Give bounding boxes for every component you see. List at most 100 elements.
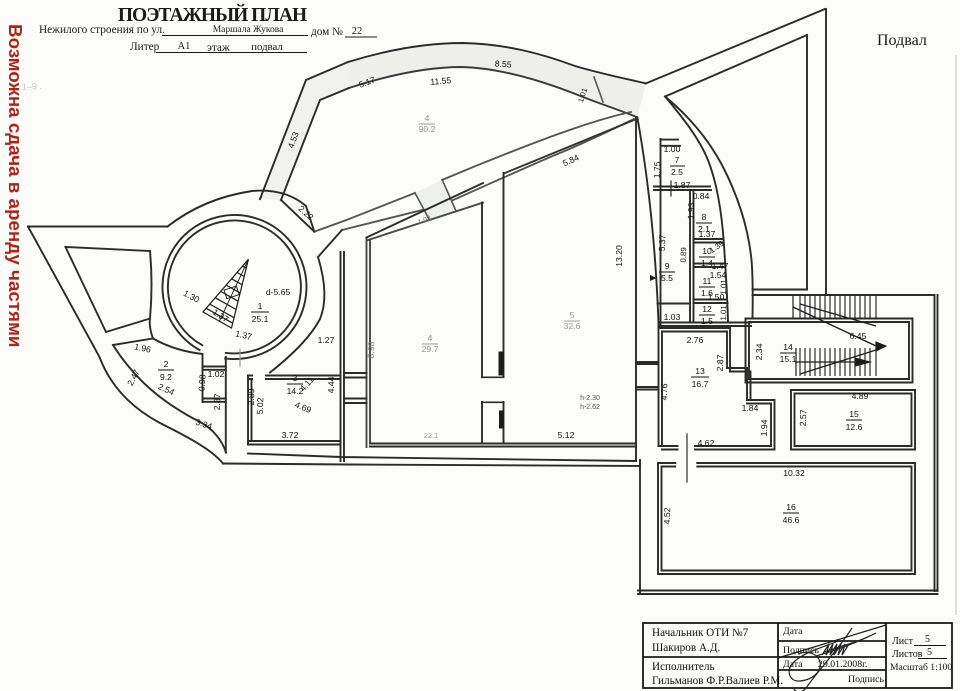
svg-text:d-5.65: d-5.65 bbox=[266, 287, 291, 297]
svg-text:Дата: Дата bbox=[783, 659, 803, 670]
svg-text:дом №: дом № bbox=[311, 26, 343, 38]
svg-text:1.50: 1.50 bbox=[708, 292, 725, 302]
svg-text:Маршала Жукова: Маршала Жукова bbox=[213, 25, 284, 35]
svg-text:32.6: 32.6 bbox=[564, 321, 581, 331]
svg-text:14.2: 14.2 bbox=[287, 386, 304, 396]
svg-text:5.12: 5.12 bbox=[558, 430, 575, 440]
svg-text:25.1: 25.1 bbox=[252, 314, 269, 324]
svg-text:1.6: 1.6 bbox=[701, 288, 713, 298]
svg-text:Подвал: Подвал bbox=[877, 32, 927, 49]
svg-text:16.7: 16.7 bbox=[692, 379, 709, 389]
svg-text:1.84: 1.84 bbox=[742, 403, 759, 413]
svg-text:3.72: 3.72 bbox=[282, 430, 299, 440]
svg-text:7: 7 bbox=[675, 155, 680, 165]
svg-text:16: 16 bbox=[786, 502, 796, 512]
svg-text:3.34: 3.34 bbox=[194, 417, 213, 432]
svg-text:2.87: 2.87 bbox=[212, 393, 223, 410]
svg-text:1.03: 1.03 bbox=[664, 312, 681, 322]
svg-text:2.5: 2.5 bbox=[671, 167, 683, 177]
svg-text:1.01: 1.01 bbox=[719, 305, 729, 320]
svg-text:подвал: подвал bbox=[251, 41, 283, 53]
svg-text:8: 8 bbox=[702, 212, 707, 222]
svg-text:6.45: 6.45 bbox=[850, 331, 867, 341]
svg-text:13: 13 bbox=[695, 366, 705, 376]
svg-text:4.52: 4.52 bbox=[662, 507, 673, 524]
svg-text:Нежилого строения по ул.: Нежилого строения по ул. bbox=[39, 24, 165, 36]
svg-text:2.57: 2.57 bbox=[798, 409, 809, 426]
svg-text:5.37: 5.37 bbox=[657, 234, 668, 251]
svg-text:4.62: 4.62 bbox=[698, 438, 715, 448]
svg-text:29.7: 29.7 bbox=[422, 344, 439, 354]
svg-text:2.1: 2.1 bbox=[698, 224, 710, 234]
svg-text:8.55: 8.55 bbox=[495, 58, 513, 69]
svg-text:9: 9 bbox=[665, 261, 670, 271]
svg-text:Исполнитель: Исполнитель bbox=[652, 661, 715, 673]
svg-text:1.96: 1.96 bbox=[133, 341, 152, 354]
svg-text:2.89: 2.89 bbox=[246, 388, 257, 405]
svg-text:этаж: этаж bbox=[207, 42, 230, 54]
svg-text:1.37: 1.37 bbox=[699, 229, 716, 239]
svg-text:1–9 .: 1–9 . bbox=[22, 81, 43, 92]
svg-text:h-2.30: h-2.30 bbox=[580, 395, 600, 402]
svg-text:46.6: 46.6 bbox=[783, 515, 800, 525]
svg-text:1.27: 1.27 bbox=[318, 335, 335, 345]
svg-text:Лист: Лист bbox=[892, 636, 914, 647]
svg-text:15: 15 bbox=[849, 409, 859, 419]
svg-text:ПОЭТАЖНЫЙ ПЛАН: ПОЭТАЖНЫЙ ПЛАН bbox=[118, 4, 307, 26]
svg-text:Дата: Дата bbox=[783, 626, 803, 637]
svg-text:22.1: 22.1 bbox=[424, 431, 439, 440]
svg-text:1.01: 1.01 bbox=[719, 279, 729, 294]
svg-text:11.55: 11.55 bbox=[430, 75, 452, 87]
svg-text:Подпись: Подпись bbox=[783, 645, 820, 656]
svg-text:А1: А1 bbox=[178, 41, 191, 52]
svg-text:Шакиров А.Д.: Шакиров А.Д. bbox=[652, 642, 720, 654]
svg-text:Масштаб 1:100: Масштаб 1:100 bbox=[890, 662, 952, 673]
svg-text:29.01.2008г.: 29.01.2008г. bbox=[818, 659, 867, 670]
svg-text:h-2.62: h-2.62 bbox=[580, 404, 600, 411]
svg-text:12: 12 bbox=[702, 304, 712, 314]
svg-text:14: 14 bbox=[783, 342, 793, 352]
svg-text:1.01: 1.01 bbox=[576, 87, 589, 104]
svg-text:1.4: 1.4 bbox=[701, 258, 713, 268]
svg-text:10: 10 bbox=[702, 246, 712, 256]
svg-text:2.87: 2.87 bbox=[715, 354, 726, 371]
svg-text:Гильманов Ф.Р.Валиев Р.М.: Гильманов Ф.Р.Валиев Р.М. bbox=[652, 675, 783, 687]
svg-text:1.08: 1.08 bbox=[417, 215, 432, 226]
svg-text:5.02: 5.02 bbox=[255, 397, 266, 414]
svg-text:1.94: 1.94 bbox=[759, 419, 770, 436]
svg-text:2: 2 bbox=[164, 359, 169, 369]
svg-text:4: 4 bbox=[428, 333, 433, 343]
svg-text:2.34: 2.34 bbox=[754, 343, 765, 360]
svg-text:0.98: 0.98 bbox=[196, 374, 207, 392]
svg-text:22: 22 bbox=[352, 26, 363, 37]
svg-text:8.98: 8.98 bbox=[366, 341, 377, 358]
svg-text:9.2: 9.2 bbox=[160, 372, 172, 382]
svg-text:Листов: Листов bbox=[892, 649, 923, 660]
svg-text:2.76: 2.76 bbox=[687, 335, 704, 345]
svg-text:1.47: 1.47 bbox=[712, 261, 729, 271]
svg-text:Подпись: Подпись bbox=[848, 674, 885, 685]
svg-text:1.37: 1.37 bbox=[234, 328, 253, 341]
svg-text:4.89: 4.89 bbox=[852, 391, 869, 401]
svg-text:5.5: 5.5 bbox=[661, 273, 673, 283]
svg-text:0.84: 0.84 bbox=[693, 191, 710, 201]
svg-text:1.00: 1.00 bbox=[664, 144, 681, 154]
svg-text:11: 11 bbox=[703, 276, 712, 286]
svg-text:90.2: 90.2 bbox=[419, 124, 436, 134]
svg-text:1.93: 1.93 bbox=[686, 202, 697, 219]
svg-text:15.1: 15.1 bbox=[780, 354, 797, 364]
svg-text:1.5: 1.5 bbox=[701, 316, 713, 326]
svg-text:5: 5 bbox=[570, 310, 575, 320]
svg-text:Литер: Литер bbox=[130, 41, 160, 53]
svg-text:12.6: 12.6 bbox=[846, 422, 863, 432]
svg-text:10.32: 10.32 bbox=[783, 468, 805, 478]
svg-text:Начальник ОТИ №7: Начальник ОТИ №7 bbox=[652, 627, 749, 639]
svg-text:1.54: 1.54 bbox=[710, 270, 727, 280]
svg-text:0.89: 0.89 bbox=[679, 247, 689, 262]
svg-text:13.20: 13.20 bbox=[614, 245, 624, 267]
svg-text:4: 4 bbox=[425, 113, 430, 123]
svg-text:1: 1 bbox=[258, 301, 263, 311]
svg-text:4.44: 4.44 bbox=[326, 376, 337, 393]
svg-text:3: 3 bbox=[293, 373, 298, 383]
svg-text:1.75: 1.75 bbox=[652, 161, 663, 178]
